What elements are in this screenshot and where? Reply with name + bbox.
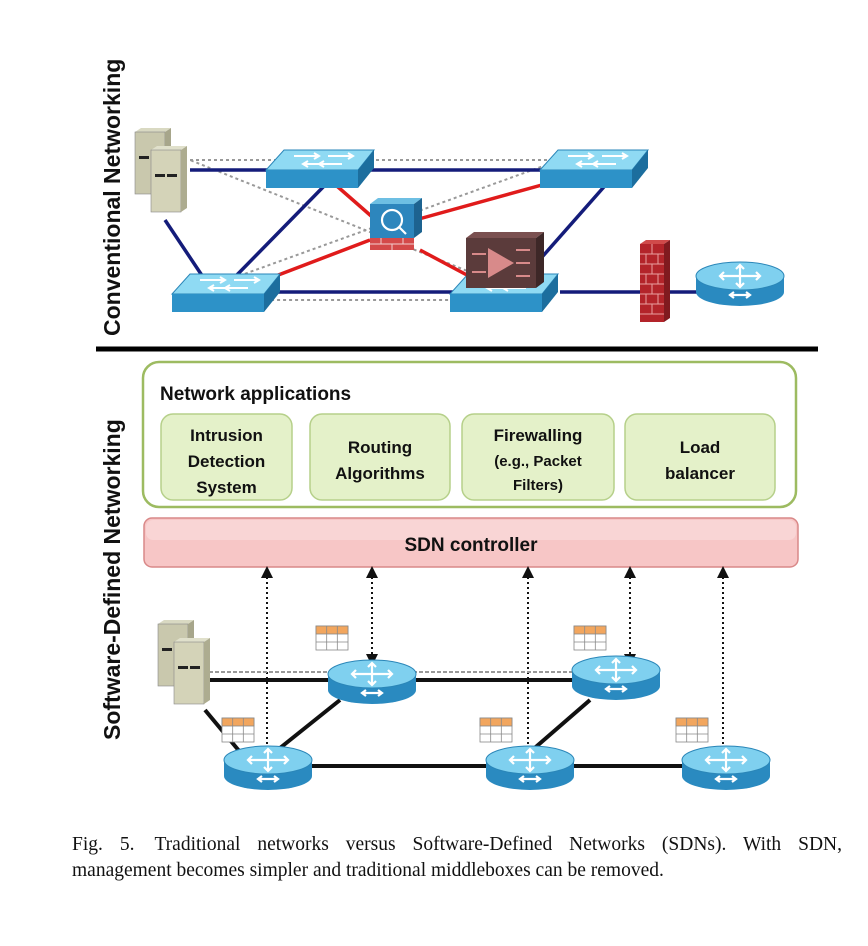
app-load-balancer[interactable]: Load balancer <box>624 413 776 501</box>
app-label-line: Filters) <box>513 477 563 494</box>
app-label-line: (e.g., Packet <box>494 453 582 470</box>
app-routing[interactable]: Routing Algorithms <box>309 413 451 501</box>
flow-table-icon <box>315 625 349 651</box>
app-label-line: Algorithms <box>335 464 425 483</box>
router-icon <box>570 654 662 702</box>
flow-table-icon <box>479 717 513 743</box>
sdn-label: Software-Defined Networking <box>99 419 125 740</box>
server-icon <box>157 619 211 705</box>
load-balancer-icon <box>466 232 544 288</box>
router-icon <box>484 744 576 792</box>
conventional-networking-label: Conventional Networking <box>99 59 125 336</box>
router-icon <box>326 658 418 706</box>
control-channels <box>261 566 729 764</box>
figure-label: Fig. 5. <box>72 834 135 855</box>
app-ids[interactable]: Intrusion Detection System <box>160 413 293 501</box>
figure-caption: Fig. 5.Traditional networks versus Softw… <box>72 832 842 884</box>
flow-table-icon <box>573 625 607 651</box>
firewall-icon <box>640 240 670 322</box>
app-label-line: Routing <box>348 438 412 457</box>
router-icon <box>680 744 772 792</box>
app-label-line: balancer <box>665 464 735 483</box>
switch-icon <box>171 273 281 313</box>
router-icon <box>694 260 786 308</box>
application-boxes: Intrusion Detection System Routing Algor… <box>160 413 776 501</box>
ids-icon <box>370 198 422 250</box>
sdn-controller[interactable]: SDN controller <box>143 517 799 568</box>
app-label-line: Firewalling <box>494 426 583 445</box>
server-icon <box>134 127 188 213</box>
flow-table-icon <box>221 717 255 743</box>
sdn-controller-label: SDN controller <box>404 535 538 556</box>
network-applications-title: Network applications <box>160 384 351 405</box>
switch-icon <box>265 149 375 189</box>
router-icon <box>222 744 314 792</box>
app-label-line: System <box>196 478 256 497</box>
app-label-line: Detection <box>188 452 265 471</box>
app-label-line: Intrusion <box>190 426 263 445</box>
app-firewalling[interactable]: Firewalling (e.g., Packet Filters) <box>461 413 615 501</box>
switch-icon <box>539 149 649 189</box>
sdn-links <box>203 678 685 768</box>
app-label-line: Load <box>680 438 721 457</box>
caption-text: Traditional networks versus Software-Def… <box>72 834 842 881</box>
flow-table-icon <box>675 717 709 743</box>
